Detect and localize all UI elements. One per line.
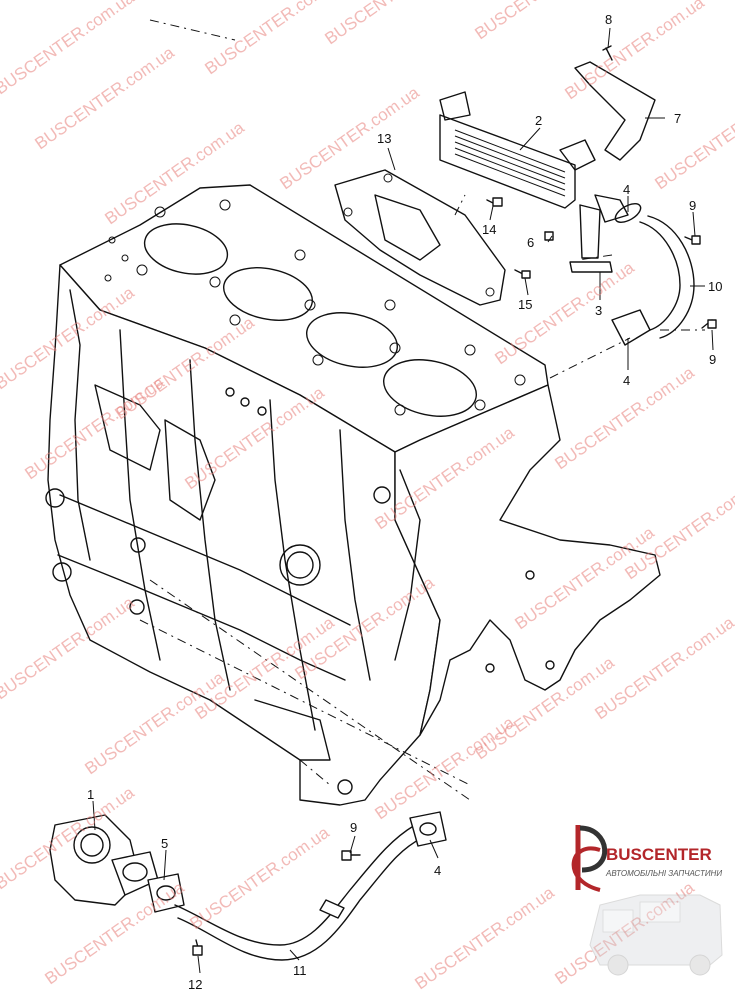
callout-9-lower: 9: [350, 820, 357, 835]
watermark-text: BUSCENTER.com.ua: [471, 0, 618, 43]
watermark-text: BUSCENTER.com.ua: [491, 258, 638, 369]
callout-9-upper: 9: [689, 198, 696, 213]
watermark-text: BUSCENTER.com.ua: [81, 668, 228, 779]
callout-3: 3: [595, 303, 602, 318]
watermark-text: BUSCENTER.com.ua: [411, 883, 558, 994]
callout-1: 1: [87, 787, 94, 802]
callout-2: 2: [535, 113, 542, 128]
engine-block: [45, 184, 661, 806]
brand-tagline: АВТОМОБІЛЬНІ ЗАПЧАСТИНИ: [605, 869, 722, 878]
callout-9-middle: 9: [709, 352, 716, 367]
callout-14: 14: [482, 222, 496, 237]
callout-5: 5: [161, 836, 168, 851]
brand-name: BUSCENTER: [606, 845, 712, 864]
van-photo-icon: [589, 894, 723, 976]
callout-12: 12: [188, 977, 202, 992]
brand-logo: BUSCENTER АВТОМОБІЛЬНІ ЗАПЧАСТИНИ: [571, 825, 723, 976]
watermark-text: BUSCENTER.com.ua: [651, 83, 735, 194]
egr-cooler-assembly: [334, 61, 695, 346]
callout-15: 15: [518, 297, 532, 312]
watermark-text: BUSCENTER.com.ua: [276, 83, 423, 194]
egr-valve-assembly: [49, 811, 447, 961]
watermark-text: BUSCENTER.com.ua: [321, 0, 468, 48]
callout-7: 7: [674, 111, 681, 126]
callout-4-middle: 4: [623, 373, 630, 388]
leader-lines: [92, 27, 714, 974]
callout-numbers: 1 2 3 4 4 4 5 6 7 8 9 9 9 10 11 12 13 14…: [87, 12, 722, 992]
callout-6: 6: [527, 235, 534, 250]
buscenter-logo-icon: [571, 825, 608, 892]
projection-lines: [139, 19, 705, 801]
callout-4-upper: 4: [623, 182, 630, 197]
callout-4-lower: 4: [434, 863, 441, 878]
callout-11: 11: [293, 963, 307, 978]
screws: [192, 45, 717, 956]
callout-8: 8: [605, 12, 612, 27]
callout-13: 13: [377, 131, 391, 146]
callout-10: 10: [708, 279, 722, 294]
watermark-text: BUSCENTER.com.ua: [186, 823, 333, 934]
